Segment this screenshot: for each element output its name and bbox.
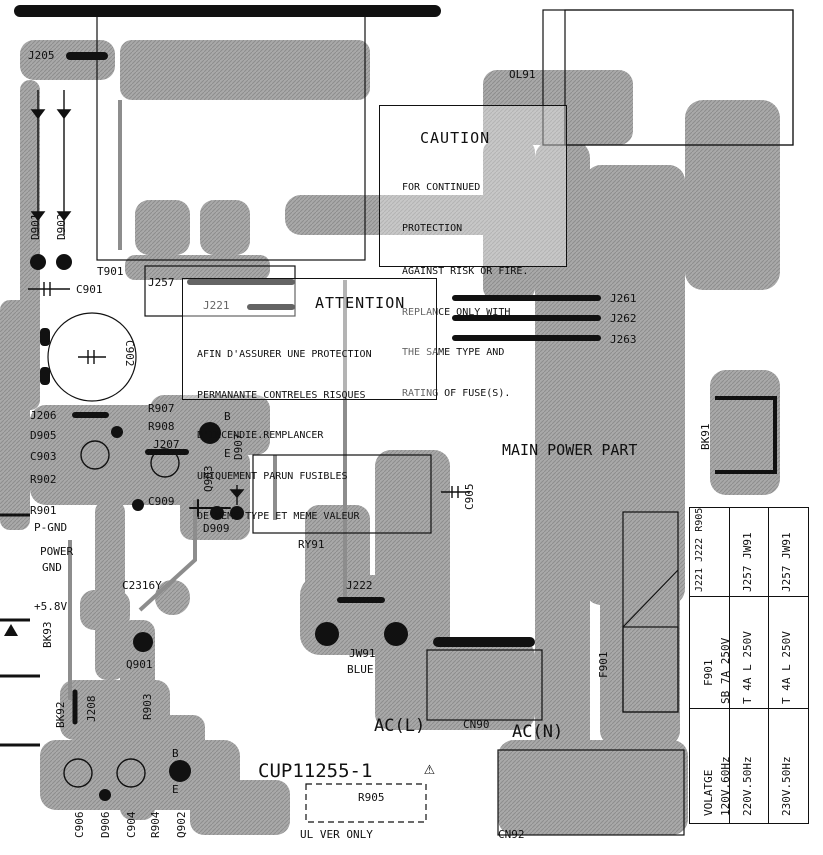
label-b2: B bbox=[172, 747, 179, 760]
table-cell-jumper-120: J221 J222 R905 bbox=[694, 507, 705, 592]
label-jw91: JW91 bbox=[349, 647, 376, 660]
label-j261: J261 bbox=[610, 292, 637, 305]
label-j206: J206 bbox=[30, 409, 57, 422]
label-j207: J207 bbox=[153, 438, 180, 451]
label-r908: R908 bbox=[148, 420, 175, 433]
label-j263: J263 bbox=[610, 333, 637, 346]
label-d906: D906 bbox=[99, 811, 112, 839]
label-cup-number: CUP11255-1 bbox=[258, 760, 373, 782]
label-c906: C906 bbox=[73, 811, 86, 839]
signal-traces bbox=[68, 100, 347, 700]
label-c903: C903 bbox=[30, 450, 57, 463]
attention-line: UNIQUEMENT PARUN FUSIBLES bbox=[197, 470, 348, 482]
attention-line: D'INCENDIE.REMPLANCER bbox=[197, 430, 324, 441]
warning-triangle-icon: ⚠ bbox=[424, 758, 435, 779]
label-c904: C904 bbox=[125, 811, 138, 839]
label-f901: F901 bbox=[597, 651, 610, 679]
label-q902: Q902 bbox=[175, 811, 188, 839]
caution-line: THE SAME TYPE AND bbox=[402, 347, 505, 358]
table-cell-jumper-220: J257 JW91 bbox=[741, 532, 754, 592]
label-ac-l: AC(L) bbox=[374, 716, 426, 736]
attention-title: ATTENTION bbox=[315, 294, 406, 312]
label-ul-ver: UL VER ONLY bbox=[300, 828, 373, 841]
jumper-bars bbox=[14, 5, 601, 725]
label-r904: R904 bbox=[149, 811, 162, 839]
label-power: POWER bbox=[40, 545, 74, 558]
label-c905: C905 bbox=[463, 483, 476, 511]
label-t901: T901 bbox=[97, 265, 124, 278]
label-j221: J221 bbox=[203, 299, 230, 312]
label-j222: J222 bbox=[346, 579, 373, 592]
label-q901: Q901 bbox=[126, 658, 153, 671]
table-header-f901: F901 bbox=[702, 659, 715, 687]
caution-title: CAUTION bbox=[420, 129, 491, 147]
label-c909: C909 bbox=[148, 495, 175, 508]
label-ol91: OL91 bbox=[509, 68, 536, 81]
label-p-gnd: P-GND bbox=[34, 521, 68, 534]
label-j205: J205 bbox=[28, 49, 55, 62]
table-header-voltage: VOLATGE bbox=[702, 769, 715, 816]
diode-symbols bbox=[28, 90, 470, 788]
solder-pads bbox=[4, 254, 408, 801]
label-d909: D909 bbox=[203, 522, 230, 535]
label-cn90: CN90 bbox=[463, 718, 490, 731]
label-r907: R907 bbox=[148, 402, 175, 415]
table-cell-voltage-230: 230V.50Hz bbox=[780, 756, 793, 816]
label-c901: C901 bbox=[76, 283, 103, 296]
attention-line: DE MEME TYPE ET MEME VALEUR bbox=[197, 511, 360, 522]
caution-notice: CAUTION FOR CONTINUED PROTECTION AGAINST… bbox=[379, 105, 567, 399]
label-e: E bbox=[224, 447, 231, 460]
attention-line: PERMANANTE CONTRELES RISQUES bbox=[197, 389, 366, 401]
label-main-power: MAIN POWER PART bbox=[502, 441, 638, 459]
label-d905: D905 bbox=[30, 429, 57, 442]
fuse-rating-table: J221 J222 R905 J257 JW91 J257 JW91 F901 … bbox=[689, 507, 809, 824]
label-r902: R902 bbox=[30, 473, 57, 486]
label-bk92: BK92 bbox=[54, 701, 67, 729]
label-gnd: GND bbox=[42, 561, 62, 574]
label-c2316y: C2316Y bbox=[122, 579, 162, 592]
caution-line: RATING OF FUSE(S). bbox=[402, 387, 511, 399]
label-plus58v: +5.8V bbox=[34, 600, 68, 613]
label-bk91: BK91 bbox=[699, 423, 712, 451]
label-b: B bbox=[224, 410, 231, 423]
label-d902: D902 bbox=[55, 213, 68, 241]
table-cell-f901-220: T 4A L 250V bbox=[741, 631, 754, 704]
label-j208: J208 bbox=[85, 695, 98, 723]
label-blue: BLUE bbox=[347, 663, 374, 676]
caution-line: PROTECTION bbox=[402, 222, 463, 234]
attention-notice: ATTENTION AFIN D'ASSURER UNE PROTECTION … bbox=[182, 278, 437, 522]
label-d901: D901 bbox=[29, 213, 42, 241]
table-cell-voltage-120: 120V.60Hz bbox=[719, 756, 732, 816]
label-cn92: CN92 bbox=[498, 828, 525, 841]
table-cell-jumper-230: J257 JW91 bbox=[780, 532, 793, 592]
table-cell-voltage-220: 220V.50Hz bbox=[741, 756, 754, 816]
label-j262: J262 bbox=[610, 312, 637, 325]
table-cell-f901-230: T 4A L 250V bbox=[780, 631, 793, 704]
attention-line: AFIN D'ASSURER UNE PROTECTION bbox=[197, 349, 372, 360]
caution-line: FOR CONTINUED bbox=[402, 182, 481, 193]
label-r901: R901 bbox=[30, 504, 57, 517]
label-e2: E bbox=[172, 783, 179, 796]
caution-line: REPLANCE ONLY WITH bbox=[402, 306, 511, 318]
label-ac-n: AC(N) bbox=[512, 722, 564, 742]
table-cell-f901-120: SB 7A 250V bbox=[719, 637, 732, 704]
label-r905: R905 bbox=[358, 791, 385, 804]
label-j257: J257 bbox=[148, 276, 175, 289]
copper-traces bbox=[0, 40, 780, 835]
label-r903: R903 bbox=[141, 693, 154, 721]
label-c902: C902 bbox=[123, 340, 136, 367]
label-ry91: RY91 bbox=[298, 538, 325, 551]
caution-line: AGAINST RISK OR FIRE. bbox=[402, 266, 529, 277]
label-bk93: BK93 bbox=[41, 621, 54, 649]
